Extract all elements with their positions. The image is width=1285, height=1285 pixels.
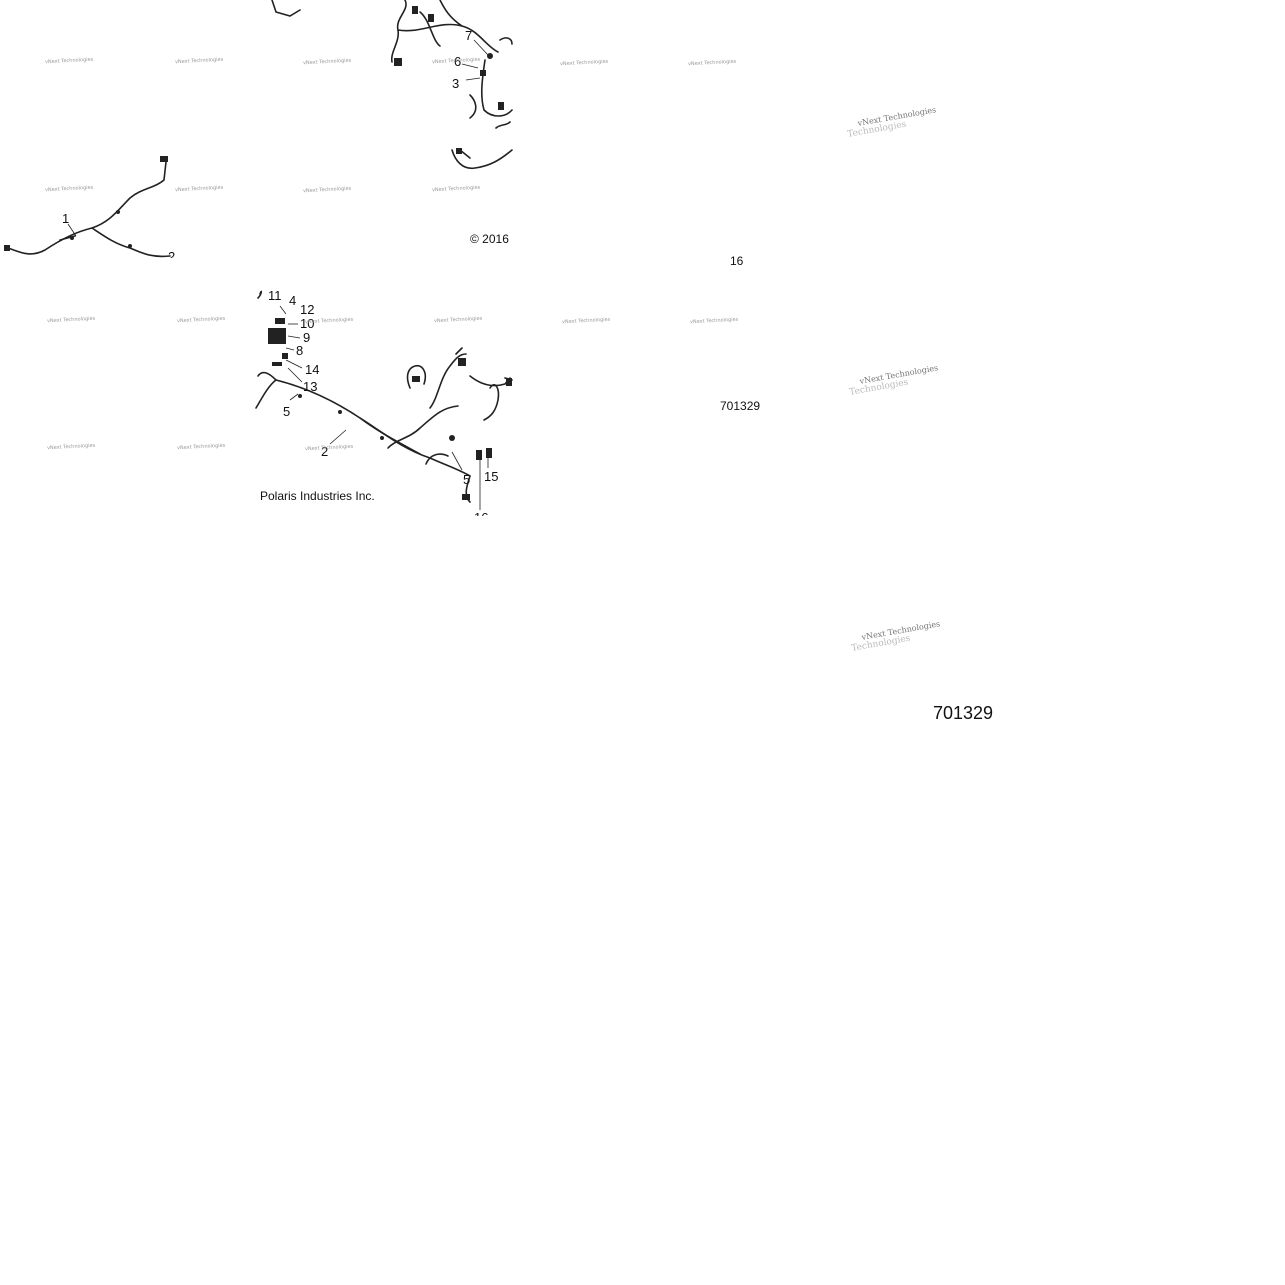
callout-4: 4 xyxy=(289,293,297,308)
callout-9: 9 xyxy=(303,330,311,345)
watermark: vNext Technologies xyxy=(689,316,739,326)
wiring-harness-bottom-drawing xyxy=(255,290,513,510)
callout-16: 16 xyxy=(474,511,488,516)
callout-11: 11 xyxy=(268,288,282,303)
callout-2: 2 xyxy=(321,444,329,459)
reference-number-mid: 701329 xyxy=(720,399,761,413)
callout-14: 14 xyxy=(305,362,320,377)
diagram-tile-bottom: 11 4 12 10 9 8 14 13 5 2 5 15 16 Polaris… xyxy=(0,258,515,516)
copyright-text: © 2016 xyxy=(470,232,509,246)
callout-12: 12 xyxy=(300,302,315,317)
company-name: Polaris Industries Inc. xyxy=(260,489,375,503)
callout-3: 3 xyxy=(452,76,460,91)
watermark: vNext Technologies xyxy=(561,316,611,326)
callout-10: 10 xyxy=(300,316,315,331)
watermark-large: vNext Technologies Technologies xyxy=(850,619,941,654)
callout-1: 1 xyxy=(62,211,70,226)
callout-5-left: 5 xyxy=(283,404,291,419)
wiring-harness-top-drawing xyxy=(4,0,513,258)
callout-6: 6 xyxy=(454,54,462,69)
watermark-large: vNext Technologies Technologies xyxy=(846,105,937,140)
watermark: vNext Technologies xyxy=(687,58,737,68)
callout-15: 15 xyxy=(484,469,499,484)
watermark: vNext Technologies xyxy=(559,58,609,68)
callout-13: 13 xyxy=(303,379,318,394)
reference-number-small: 16 xyxy=(730,254,744,268)
callout-8: 8 xyxy=(296,343,304,358)
callout-5-right: 5 xyxy=(463,472,471,487)
watermark-large: vNext Technologies Technologies xyxy=(848,363,939,398)
callout-2-top: 2 xyxy=(168,249,176,258)
callout-7: 7 xyxy=(465,28,473,43)
reference-number-large: 701329 xyxy=(933,703,994,723)
diagram-tile-top: 7 6 3 1 2 © 2016 vNext Technologies vNex… xyxy=(0,0,515,258)
